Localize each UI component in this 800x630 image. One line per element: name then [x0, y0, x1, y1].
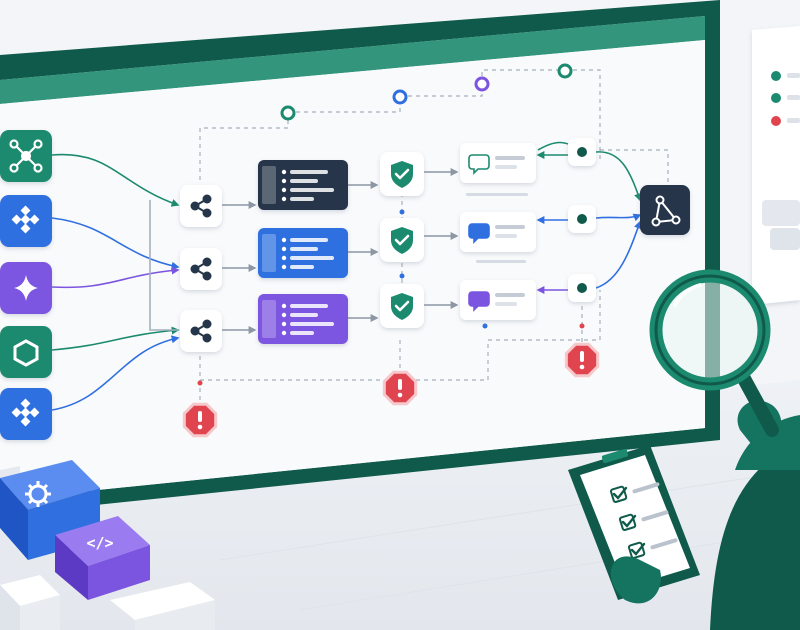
junction-node[interactable]	[568, 138, 596, 166]
shield-check-icon	[391, 161, 413, 188]
code-tag-icon: </>	[86, 534, 113, 552]
checklist-item[interactable]	[628, 538, 678, 559]
share-icon	[190, 319, 212, 343]
status-dot	[771, 71, 781, 81]
alert-node[interactable]	[182, 402, 218, 438]
processor-node[interactable]	[258, 160, 348, 210]
status-dot	[771, 93, 781, 103]
code-block-icon	[281, 169, 334, 202]
chat-bubble-icon	[468, 223, 490, 244]
validator-node[interactable]	[380, 284, 424, 328]
alert-node[interactable]	[564, 342, 600, 378]
source-node-4[interactable]	[0, 326, 52, 378]
tile-code[interactable]: </>	[55, 516, 150, 600]
checklist-item[interactable]	[619, 510, 669, 531]
triangle-nodes-icon	[651, 195, 681, 227]
connector-dots	[197, 209, 585, 386]
checklist	[610, 482, 678, 559]
network-nodes-icon	[9, 139, 43, 173]
code-block-icon	[281, 303, 334, 336]
junction-node[interactable]	[568, 274, 596, 302]
share-icon	[190, 194, 212, 218]
source-node-2[interactable]	[0, 195, 52, 247]
processor-node[interactable]	[258, 228, 348, 278]
warning-octagon-icon	[182, 402, 218, 438]
diamond-grid-icon	[11, 205, 40, 234]
main-screen	[0, 0, 720, 515]
shield-check-icon	[391, 293, 413, 320]
validator-nodes	[380, 152, 424, 328]
share-icon	[190, 257, 212, 281]
sparkle-icon	[14, 275, 38, 301]
router-node[interactable]	[180, 185, 222, 227]
junction-nodes	[568, 138, 596, 302]
gear-icon	[25, 481, 51, 507]
port-rings	[280, 63, 573, 121]
source-nodes	[0, 130, 52, 440]
status-dot	[771, 116, 781, 126]
validator-node[interactable]	[380, 152, 424, 196]
message-nodes	[460, 143, 536, 320]
message-node[interactable]	[460, 212, 536, 252]
code-block-icon	[281, 237, 334, 270]
pipeline-connectors	[222, 168, 459, 334]
inspector-figure	[568, 269, 800, 630]
alert-node[interactable]	[382, 370, 418, 406]
junction-node[interactable]	[568, 205, 596, 233]
warning-octagon-icon	[382, 370, 418, 406]
return-connectors	[536, 141, 642, 294]
output-node[interactable]	[640, 185, 690, 235]
source-node-1[interactable]	[0, 130, 52, 182]
alert-nodes	[182, 342, 600, 438]
router-node[interactable]	[180, 310, 222, 352]
message-node[interactable]	[460, 280, 536, 320]
source-connectors	[51, 153, 180, 411]
validator-node[interactable]	[380, 218, 424, 262]
warning-octagon-icon	[564, 342, 600, 378]
checklist-item[interactable]	[610, 482, 660, 503]
foreground-tiles: </>	[0, 460, 215, 630]
chat-bubble-icon	[468, 291, 490, 312]
hexagon-icon	[13, 339, 39, 367]
message-node[interactable]	[460, 143, 536, 183]
side-panel	[752, 26, 800, 305]
processor-node[interactable]	[258, 294, 348, 344]
chat-bubble-icon	[468, 154, 490, 175]
source-node-3[interactable]	[0, 262, 52, 314]
processor-nodes	[258, 160, 348, 344]
clipboard[interactable]	[568, 445, 700, 600]
source-node-5[interactable]	[0, 388, 52, 440]
magnifier-icon[interactable]	[649, 269, 779, 437]
router-node[interactable]	[180, 248, 222, 290]
shield-check-icon	[391, 227, 413, 254]
router-nodes	[180, 185, 222, 352]
